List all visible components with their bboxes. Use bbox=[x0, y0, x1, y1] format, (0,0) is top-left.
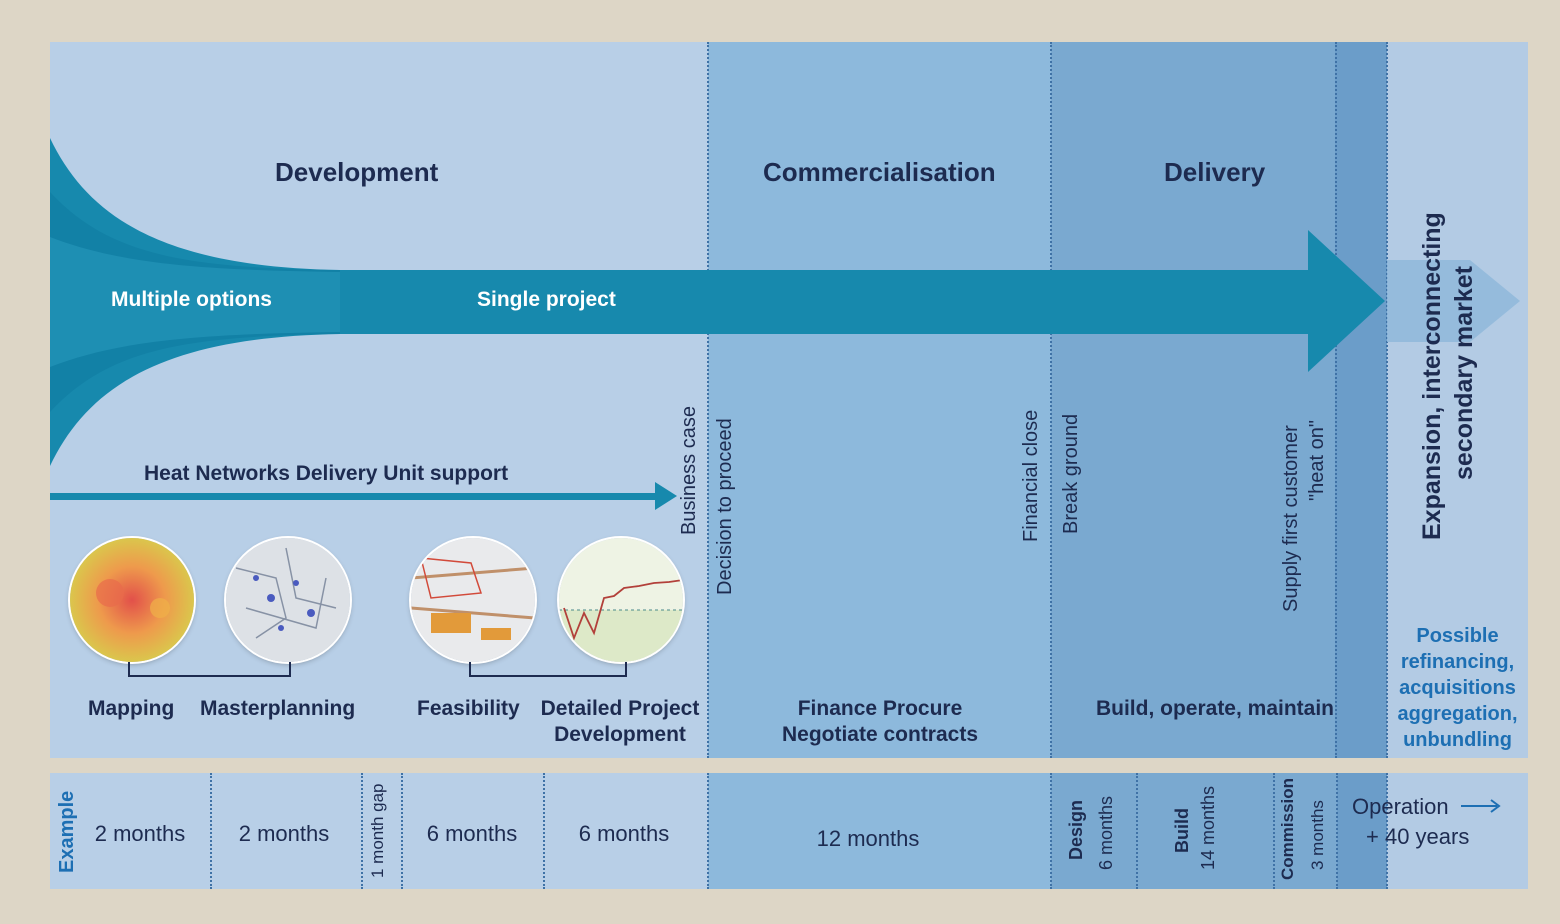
timeline-divider bbox=[1336, 773, 1338, 889]
timeline-divider bbox=[543, 773, 545, 889]
possible-line-5: unbundling bbox=[1403, 729, 1512, 751]
funnel-arrow-graphic bbox=[50, 138, 1520, 510]
example-label: Example bbox=[56, 790, 78, 873]
operation-label: Operation bbox=[1352, 794, 1449, 819]
single-project-label: Single project bbox=[477, 288, 616, 311]
divider-line bbox=[1050, 42, 1052, 758]
mapping-duration: 2 months bbox=[94, 821, 186, 846]
timeline-commercialisation-bg bbox=[708, 773, 1051, 889]
mapping-heatmap-image bbox=[70, 538, 194, 662]
timeline-divider bbox=[210, 773, 212, 889]
milestone-heat-on: "heat on" bbox=[1306, 420, 1328, 501]
stage-detailed-label-line2: Development bbox=[554, 723, 686, 746]
detailed-development-chart-image bbox=[559, 538, 683, 662]
divider-line bbox=[1386, 42, 1388, 758]
phase-title-delivery: Delivery bbox=[1164, 157, 1266, 187]
operation-duration: + 40 years bbox=[1366, 824, 1470, 849]
possible-line-4: aggregation, bbox=[1397, 703, 1518, 725]
one-month-gap-label: 1 month gap bbox=[368, 783, 387, 878]
delivery-activities-label: Build, operate, maintain bbox=[1095, 697, 1335, 720]
stage-brackets bbox=[128, 662, 627, 677]
commercialisation-phase-bg bbox=[708, 42, 1051, 758]
timeline-divider bbox=[1050, 773, 1052, 889]
commission-label: Commission bbox=[1278, 777, 1297, 880]
timeline-divider bbox=[1136, 773, 1138, 889]
masterplanning-map-image bbox=[226, 538, 350, 662]
build-label: Build bbox=[1172, 808, 1192, 853]
expansion-title-line1: Expansion, interconnecting bbox=[1418, 212, 1446, 540]
milestone-supply-first-customer: Supply first customer bbox=[1280, 425, 1302, 612]
commercial-activities-line2: Negotiate contracts bbox=[781, 723, 979, 746]
commercial-activities-line1: Finance Procure bbox=[797, 697, 963, 720]
commission-duration: 3 months bbox=[1308, 800, 1327, 870]
timeline-divider bbox=[1386, 773, 1388, 889]
commission-phase-bg bbox=[1335, 42, 1387, 758]
stage-masterplanning-label: Masterplanning bbox=[200, 697, 356, 720]
commercial-duration: 12 months bbox=[816, 826, 920, 851]
timeline-divider bbox=[401, 773, 403, 889]
phase-title-development: Development bbox=[275, 157, 439, 187]
detailed-duration: 6 months bbox=[578, 821, 670, 846]
divider-line bbox=[1335, 42, 1337, 758]
timeline-divider bbox=[361, 773, 363, 889]
timeline-operation-bg bbox=[1387, 773, 1528, 889]
possible-line-2: refinancing, bbox=[1400, 651, 1515, 673]
milestone-break-ground: Break ground bbox=[1060, 413, 1082, 534]
possible-line-3: acquisitions bbox=[1399, 677, 1516, 699]
expansion-title-line2: secondary market bbox=[1450, 265, 1478, 480]
timeline-commission-bg bbox=[1337, 773, 1387, 889]
masterplanning-duration: 2 months bbox=[238, 821, 330, 846]
delivery-phase-bg bbox=[1051, 42, 1335, 758]
operation-arrow-icon bbox=[1461, 799, 1501, 813]
timeline-divider bbox=[1273, 773, 1275, 889]
process-diagram: Development Commercialisation Delivery M… bbox=[50, 42, 1528, 758]
design-duration: 6 months bbox=[1096, 795, 1116, 870]
expansion-phase-bg bbox=[1387, 42, 1528, 758]
design-label: Design bbox=[1066, 799, 1086, 860]
divider-line bbox=[707, 42, 709, 758]
stage-detailed-label-line1: Detailed Project bbox=[540, 697, 700, 720]
feasibility-duration: 6 months bbox=[426, 821, 518, 846]
timeline-development-bg bbox=[50, 773, 708, 889]
hndu-support-label: Heat Networks Delivery Unit support bbox=[144, 462, 509, 485]
possible-refinancing-text: Possible refinancing, acquisitions aggre… bbox=[1387, 623, 1528, 753]
timeline-delivery-bg bbox=[1051, 773, 1337, 889]
feasibility-map-image bbox=[411, 538, 535, 662]
possible-line-1: Possible bbox=[1416, 625, 1499, 647]
phase-title-commercialisation: Commercialisation bbox=[763, 157, 996, 187]
stage-mapping-label: Mapping bbox=[88, 697, 175, 720]
multiple-options-label: Multiple options bbox=[111, 288, 272, 311]
build-duration: 14 months bbox=[1198, 785, 1218, 870]
milestone-financial-close: Financial close bbox=[1020, 409, 1042, 542]
stage-feasibility-label: Feasibility bbox=[417, 697, 520, 720]
timeline-divider bbox=[707, 773, 709, 889]
